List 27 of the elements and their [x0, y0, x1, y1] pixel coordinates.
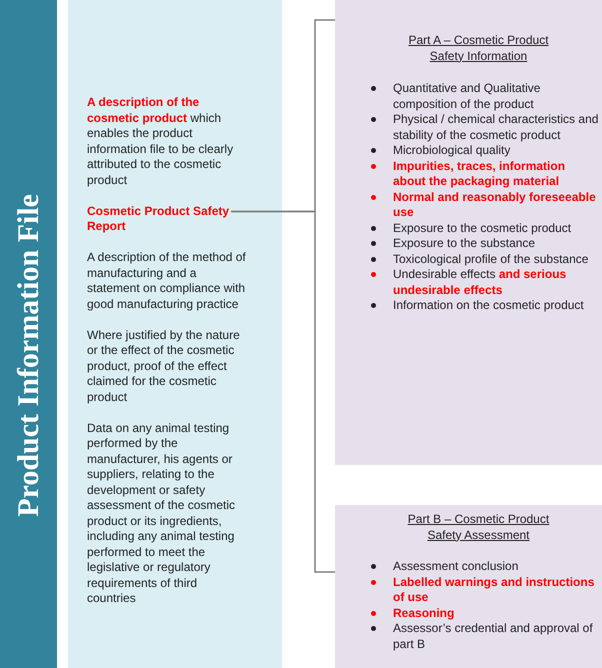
- bullet-item: Assessment conclusion: [393, 559, 520, 574]
- bullet-item: Information on the cosmetic product: [393, 298, 585, 314]
- box-heading: Part B – Cosmetic Product Safety Assessment: [406, 512, 550, 543]
- content-panel: [68, 0, 282, 668]
- bullet-item: Microbiological quality: [393, 143, 512, 158]
- bullet-item: Normal and reasonably foreseeable use: [393, 190, 597, 220]
- connector-line: [231, 210, 335, 573]
- bullet-item: Physical / chemical characteristics and stability of the cosmetic product: [393, 112, 599, 143]
- bullet-item: Labelled warnings and instructions of use: [393, 574, 596, 606]
- paragraph: Where justified by the nature or the effect of the cosmetic product, proof of the effect claimed for the cosmetic product: [87, 328, 241, 405]
- bullet-item: Exposure to the substance: [393, 236, 536, 252]
- bullet-item: Impurities, traces, information about the packaging material: [393, 158, 566, 190]
- bullet-item: Toxicological profile of the substance: [393, 252, 590, 267]
- title-band: [0, 0, 57, 668]
- box-heading: Part A – Cosmetic Product Safety Information: [407, 33, 550, 64]
- info-panel: [335, 0, 602, 465]
- info-panel: [335, 505, 602, 668]
- bullet-item: Undesirable effects and serious undesirable effects: [393, 267, 568, 298]
- bullet-item: Exposure to the cosmetic product: [393, 220, 572, 236]
- paragraph: A description of the method of manufacturing and a statement on compliance with good manufacturing practice: [87, 250, 247, 312]
- paragraph: A description of the cosmetic product which enables the product information file to be clearly attributed to the cosmetic product: [87, 95, 235, 188]
- band-title: Product Information File: [12, 194, 46, 516]
- paragraph: Data on any animal testing performed by the manufacturer, his agents or suppliers, relating to the development or safety assessment of the cosmetic product or its ingredients, including any animal testing performed to meet the legislative or regulatory requirements of third countries: [87, 420, 237, 606]
- bullet-item: Assessor’s credential and approval of part B: [393, 621, 594, 652]
- paragraph: Cosmetic Product Safety Report: [87, 204, 231, 234]
- bullet-item: Quantitative and Qualitative composition of the product: [393, 81, 542, 112]
- bullet-item: Reasoning: [393, 606, 456, 621]
